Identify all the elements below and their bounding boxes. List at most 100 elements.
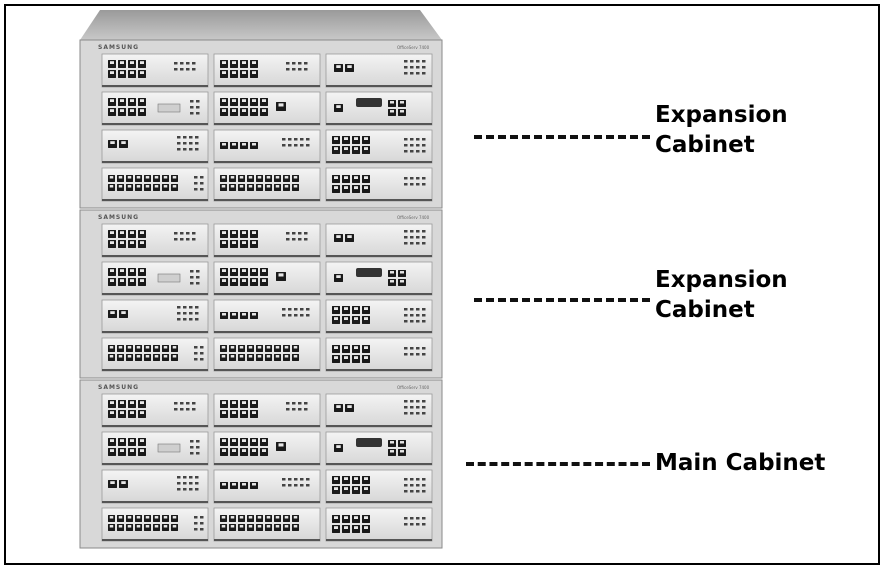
status-led — [186, 402, 190, 405]
card-slot — [101, 299, 209, 334]
port-contact — [140, 269, 144, 272]
card-slot — [213, 129, 321, 164]
port-contact — [334, 176, 338, 179]
port-contact — [136, 525, 141, 528]
port-contact — [130, 449, 134, 452]
card-bottom-strip — [102, 369, 208, 371]
status-led — [410, 320, 414, 323]
card-bottom-strip — [214, 255, 320, 257]
card-slot — [101, 469, 209, 504]
port-contact — [252, 99, 256, 102]
port-contact — [390, 441, 394, 444]
port-contact — [334, 516, 338, 519]
port-contact — [232, 71, 236, 74]
dsub-connector — [157, 273, 181, 283]
port-contact — [242, 241, 246, 244]
port-contact — [140, 411, 144, 414]
status-led — [200, 182, 204, 185]
status-led — [404, 138, 408, 141]
port-contact — [364, 487, 368, 490]
port-contact — [110, 481, 115, 484]
port-contact — [242, 439, 246, 442]
status-led — [422, 353, 426, 356]
status-led — [195, 476, 199, 479]
status-led — [410, 490, 414, 493]
status-led — [422, 308, 426, 311]
serial-connector — [356, 438, 382, 447]
status-led — [180, 238, 184, 241]
status-led — [196, 270, 200, 273]
port-contact — [145, 516, 150, 519]
port-contact — [127, 355, 132, 358]
port-contact — [110, 71, 114, 74]
status-led — [304, 238, 308, 241]
status-led — [410, 314, 414, 317]
port-contact — [232, 143, 236, 146]
status-led — [288, 314, 292, 317]
status-led — [298, 62, 302, 65]
status-led — [306, 308, 310, 311]
port-contact — [130, 99, 134, 102]
status-led — [416, 353, 420, 356]
port-contact — [344, 526, 348, 529]
port-contact — [242, 99, 246, 102]
port-contact — [120, 411, 124, 414]
status-led — [286, 68, 290, 71]
status-led — [186, 62, 190, 65]
port-contact — [136, 176, 141, 179]
status-led — [192, 68, 196, 71]
port-contact — [242, 313, 246, 316]
port-contact — [239, 525, 244, 528]
port-contact — [364, 307, 368, 310]
status-led — [422, 72, 426, 75]
status-led — [282, 314, 286, 317]
port-contact — [109, 525, 114, 528]
status-led — [196, 452, 200, 455]
port-contact — [275, 176, 280, 179]
port-contact — [278, 273, 284, 277]
port-contact — [163, 525, 168, 528]
port-contact — [242, 71, 246, 74]
port-contact — [136, 516, 141, 519]
port-contact — [354, 147, 358, 150]
status-led — [298, 408, 302, 411]
port-contact — [172, 346, 177, 349]
status-led — [298, 68, 302, 71]
status-led — [200, 352, 204, 355]
port-contact — [222, 449, 226, 452]
card-slot — [101, 53, 209, 88]
card-slot — [325, 223, 433, 258]
port-contact — [154, 516, 159, 519]
port-contact — [232, 439, 236, 442]
status-led — [416, 236, 420, 239]
status-led — [180, 62, 184, 65]
serial-connector — [356, 98, 382, 107]
port-contact — [232, 231, 236, 234]
status-led — [292, 238, 296, 241]
port-contact — [334, 487, 338, 490]
card-slot — [325, 431, 433, 466]
card-slot — [101, 261, 209, 296]
status-led — [410, 72, 414, 75]
status-led — [422, 230, 426, 233]
port-contact — [242, 269, 246, 272]
port-contact — [242, 61, 246, 64]
status-led — [174, 402, 178, 405]
port-contact — [336, 65, 341, 68]
port-contact — [127, 516, 132, 519]
card-bottom-strip — [326, 369, 432, 371]
status-led — [306, 138, 310, 141]
port-contact — [154, 525, 159, 528]
card-slot — [213, 223, 321, 258]
port-contact — [110, 231, 114, 234]
status-led — [422, 400, 426, 403]
port-contact — [109, 176, 114, 179]
port-contact — [120, 269, 124, 272]
port-contact — [252, 109, 256, 112]
port-contact — [110, 241, 114, 244]
port-contact — [336, 235, 341, 238]
card-bottom-strip — [214, 293, 320, 295]
status-led — [189, 148, 193, 151]
port-contact — [344, 137, 348, 140]
